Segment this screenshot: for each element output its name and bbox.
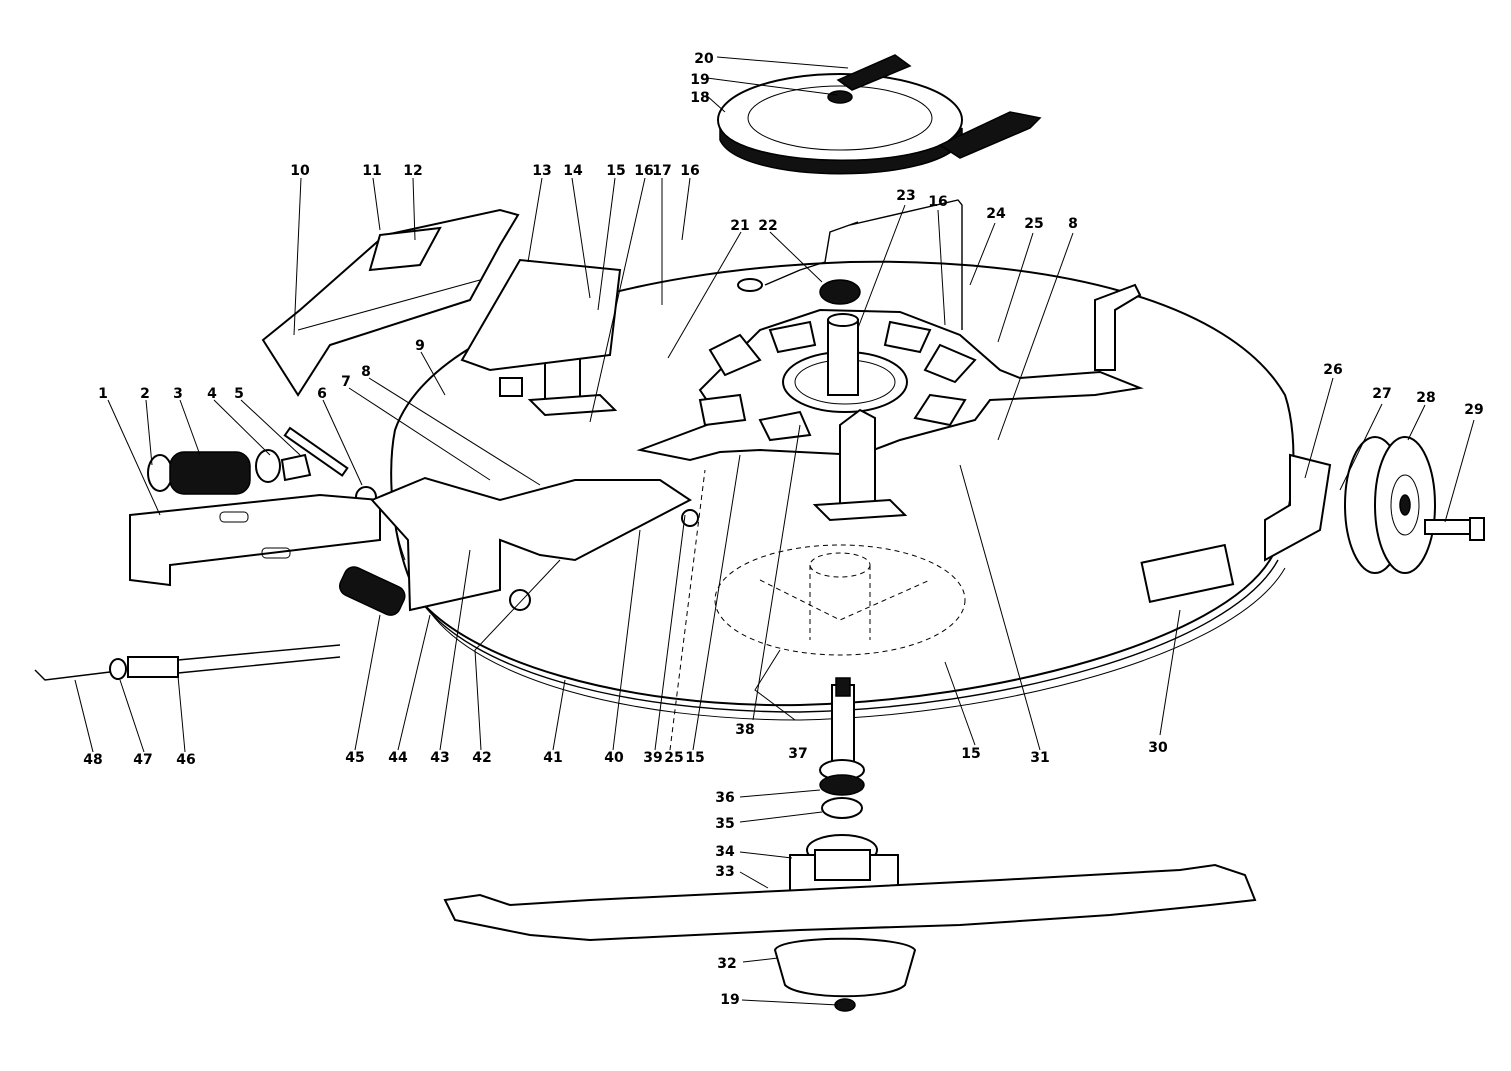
callout-16-b: 16	[680, 163, 699, 179]
callout-17: 17	[652, 163, 671, 179]
belt-guide-rod	[737, 199, 963, 330]
callout-48: 48	[83, 752, 102, 768]
deck-top-plate	[636, 308, 1144, 462]
upper-pulley	[717, 73, 963, 175]
callout-16-a: 16	[634, 163, 653, 179]
callout-43: 43	[430, 750, 449, 766]
callout-46: 46	[176, 752, 195, 768]
callout-47: 47	[133, 752, 152, 768]
callout-27: 27	[1372, 386, 1391, 402]
callout-32: 32	[717, 956, 736, 972]
callout-39: 39	[643, 750, 662, 766]
callout-28: 28	[1416, 390, 1435, 406]
callout-20: 20	[694, 51, 714, 67]
tension-spring-assembly	[147, 426, 377, 508]
callout-15-right: 15	[961, 746, 980, 762]
callout-13: 13	[532, 163, 551, 179]
adjusting-rod	[34, 644, 341, 681]
callout-25-bottom: 25	[664, 750, 683, 766]
callout-1: 1	[98, 386, 108, 402]
cutting-blade	[443, 863, 1257, 942]
callout-19-bottom: 19	[720, 992, 739, 1008]
callout-16-c: 16	[928, 194, 947, 210]
callout-24: 24	[986, 206, 1006, 222]
callout-2: 2	[140, 386, 150, 402]
callout-19-top: 19	[690, 72, 709, 88]
spindle-brackets	[527, 283, 1142, 522]
callout-38: 38	[735, 722, 754, 738]
callout-6: 6	[317, 386, 327, 402]
callout-22: 22	[758, 218, 777, 234]
spindle-shaft	[827, 313, 859, 766]
callout-15-bottom: 15	[685, 750, 704, 766]
callout-11: 11	[362, 163, 381, 179]
callout-41: 41	[543, 750, 562, 766]
callout-14: 14	[563, 163, 583, 179]
callout-labels: 1 2 3 4 5 6 7 8 9 10 11 12 13 14 15 16 1…	[83, 51, 1483, 1008]
callout-26: 26	[1323, 362, 1342, 378]
callout-36: 36	[715, 790, 734, 806]
callout-31: 31	[1030, 750, 1049, 766]
drive-belt	[836, 54, 1042, 159]
callout-15-top: 15	[606, 163, 625, 179]
callout-44: 44	[388, 750, 408, 766]
callout-25-top: 25	[1024, 216, 1043, 232]
callout-9: 9	[415, 338, 425, 354]
parts	[34, 54, 1485, 1012]
height-adjust-bracket	[129, 476, 699, 616]
callout-7: 7	[341, 374, 351, 390]
callout-33: 33	[715, 864, 734, 880]
callout-8-right: 8	[1068, 216, 1078, 232]
callout-34: 34	[715, 844, 735, 860]
idler-arm-assembly	[261, 208, 622, 397]
leader-lines	[74, 56, 1475, 1006]
callout-18: 18	[690, 90, 709, 106]
spindle-housing-hidden	[714, 544, 966, 656]
callout-35: 35	[715, 816, 734, 832]
lower-pulley	[773, 937, 917, 1012]
callout-12: 12	[403, 163, 422, 179]
callout-8-left: 8	[361, 364, 371, 380]
callout-5: 5	[234, 386, 244, 402]
callout-42: 42	[472, 750, 491, 766]
spindle-bearings	[789, 759, 899, 906]
callout-3: 3	[173, 386, 183, 402]
deck-label-plate	[1140, 543, 1235, 604]
callout-40: 40	[604, 750, 624, 766]
callout-37: 37	[788, 746, 807, 762]
callout-10: 10	[290, 163, 310, 179]
callout-45: 45	[345, 750, 364, 766]
callout-23: 23	[896, 188, 915, 204]
callout-21: 21	[730, 218, 749, 234]
callout-4: 4	[207, 386, 217, 402]
gauge-wheel-assembly	[1264, 436, 1485, 574]
callout-30: 30	[1148, 740, 1168, 756]
callout-29: 29	[1464, 402, 1483, 418]
